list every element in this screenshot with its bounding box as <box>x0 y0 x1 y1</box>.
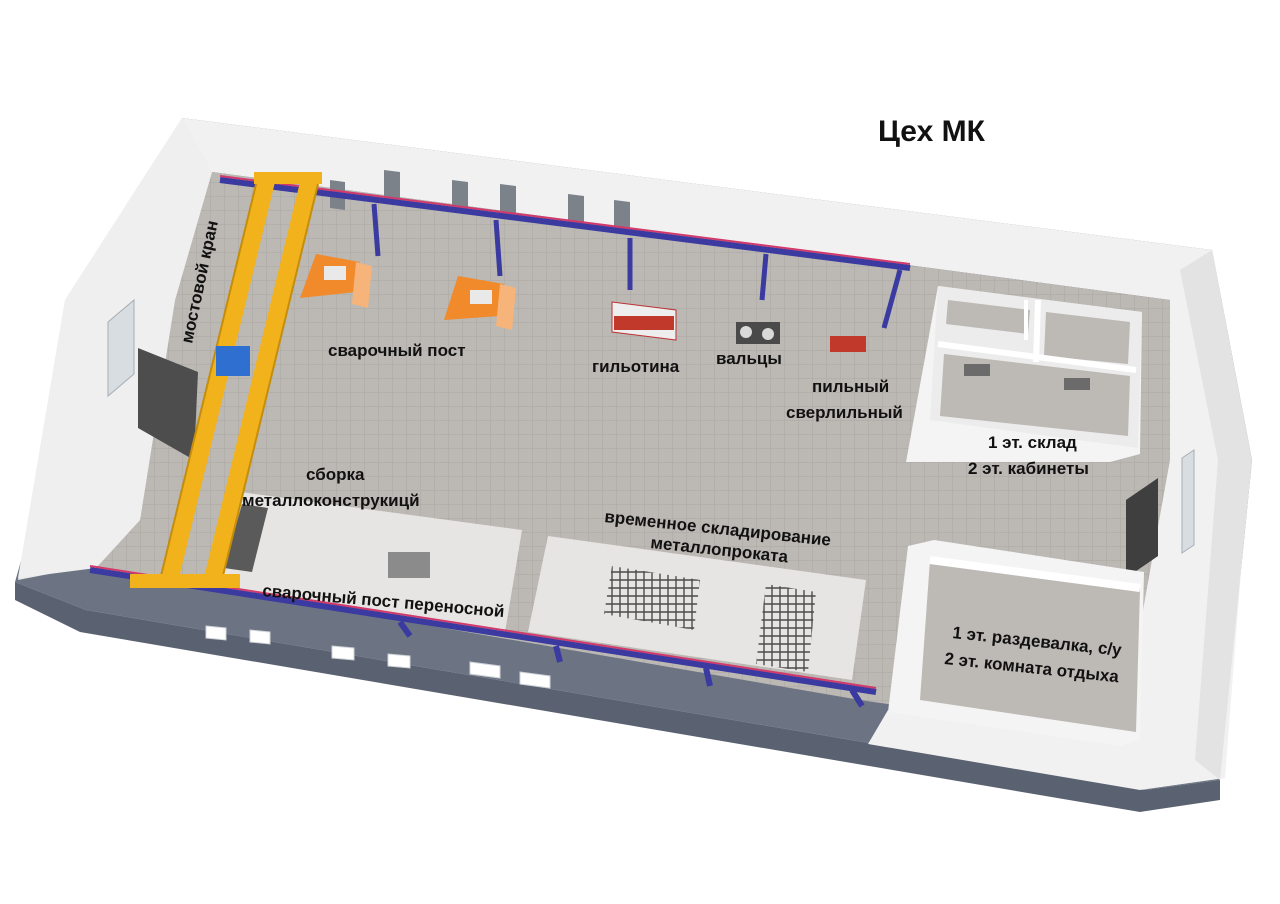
bridge-crane <box>130 172 322 589</box>
label-storage-floor1: 1 эт. склад <box>988 433 1077 452</box>
diagram-title: Цех МК <box>878 115 986 148</box>
label-assembly: сборка <box>306 465 365 484</box>
steel-mesh-2 <box>756 584 816 672</box>
back-windows <box>330 170 630 234</box>
saw-drill-machine <box>830 336 866 352</box>
left-window <box>107 298 135 398</box>
right-window <box>1181 449 1195 554</box>
locker-room-block <box>888 540 1144 746</box>
rolling-machine <box>736 322 780 344</box>
assembly-table <box>224 504 268 572</box>
label-drill: сверлильный <box>786 403 903 422</box>
crane-rails <box>89 175 911 708</box>
label-saw: пильный <box>812 377 889 396</box>
steel-mesh-1 <box>604 566 700 630</box>
crane-hoist <box>216 346 250 376</box>
welding-booth-2 <box>444 276 516 330</box>
right-gate <box>1126 478 1158 578</box>
label-welding-post: сварочный пост <box>328 341 466 360</box>
label-rollers: вальцы <box>716 349 782 368</box>
label-storage-floor2: 2 эт. кабинеты <box>968 459 1089 478</box>
label-metal-structures: металлоконструкицй <box>242 491 420 510</box>
left-gate <box>138 348 198 460</box>
label-guillotine: гильотина <box>592 357 680 376</box>
guillotine-machine <box>611 301 677 341</box>
storage-office-block <box>906 286 1142 462</box>
front-windows <box>205 625 551 689</box>
portable-welder <box>388 552 430 578</box>
welding-booth-1 <box>300 254 372 308</box>
